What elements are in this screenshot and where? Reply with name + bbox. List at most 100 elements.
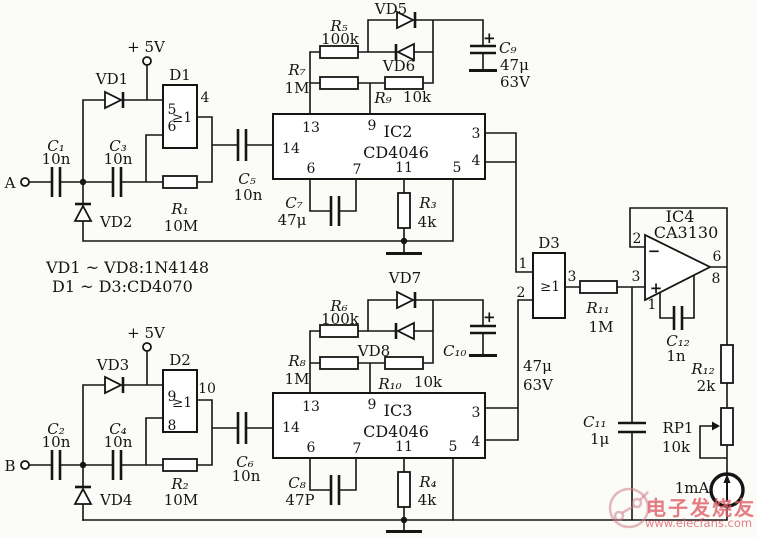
ic4-noninverting-input-sign: +: [650, 279, 663, 297]
ic4-pin8: 8: [712, 271, 721, 287]
diode-vd5: [396, 10, 416, 30]
watermark-url-text: www.elecfans.com: [645, 516, 752, 530]
junction-dot: [79, 461, 87, 469]
capacitor-c2-ref: C₂: [47, 420, 65, 438]
ic2-ref: IC2: [384, 122, 413, 141]
diode-vd4: [73, 487, 93, 505]
wires-filter-b: [309, 299, 484, 521]
wires-channel-b: [28, 350, 274, 521]
ic2-pin9: 9: [368, 118, 377, 134]
resistor-r10-ref: R₁₀: [377, 375, 401, 393]
resistor-r8-value: 1M: [285, 370, 310, 388]
gate-d3-pin2: 2: [517, 285, 526, 301]
gate-d3-symbol: ≥1: [540, 279, 560, 295]
ic2-pin5: 5: [453, 160, 462, 176]
capacitor-c11: [618, 421, 646, 434]
capacitor-c10-voltage: 63V: [523, 376, 554, 394]
ic3-pin11: 11: [395, 439, 413, 455]
watermark-logo: [608, 487, 650, 529]
ic2-pin4: 4: [472, 153, 481, 169]
ic4-inverting-input-sign: −: [648, 242, 661, 260]
ic3-part: CD4046: [363, 422, 429, 441]
gate-d3-pin3: 3: [568, 269, 577, 285]
ic2-pin3: 3: [472, 126, 481, 142]
resistor-r2-value: 10M: [164, 491, 198, 509]
resistor-r12-value: 2k: [697, 377, 717, 395]
capacitor-c1: [50, 167, 62, 197]
wires-output-stage: [82, 207, 728, 532]
junction-dot: [400, 516, 408, 524]
resistor-r5-ref: R₅: [329, 17, 347, 35]
note-gates: D1 ~ D3:CD4070: [52, 277, 193, 296]
diode-vd7: [396, 290, 416, 310]
gate-d3-pin1: 1: [519, 256, 528, 272]
gate-d1-ref: D1: [169, 66, 191, 84]
resistor-r3: [397, 192, 411, 229]
ic2-box: [272, 113, 486, 180]
capacitor-c6: [236, 412, 248, 444]
gate-d1-symbol: ≥1: [172, 110, 192, 126]
watermark-logo-dot: [613, 510, 625, 522]
potentiometer-rp1-value: 10k: [662, 438, 691, 456]
ic4-opamp-triangle: [644, 233, 713, 302]
resistor-r5: [319, 45, 359, 59]
meter-label: 1mA: [675, 479, 710, 497]
wires-filter-a: [309, 19, 534, 273]
capacitor-c4: [111, 450, 123, 480]
watermark-brand-text: 电子发烧友: [646, 496, 756, 520]
capacitor-c6-ref: C₆: [236, 453, 254, 471]
ic3-pin14: 14: [282, 420, 300, 436]
ic2-pin14: 14: [282, 141, 300, 157]
terminal-b: [20, 460, 30, 470]
watermark-logo-circle: [608, 487, 650, 529]
ic3-pin9: 9: [368, 397, 377, 413]
resistor-r6: [319, 324, 359, 338]
ic3-pin6: 6: [307, 440, 316, 456]
resistor-r10: [384, 356, 424, 370]
gate-d2-ref: D2: [169, 351, 191, 369]
gate-d3-box: [532, 252, 566, 319]
diode-vd2-label: VD2: [99, 213, 132, 231]
resistor-r9-ref: R₉: [373, 89, 391, 107]
diode-vd6: [395, 42, 415, 62]
capacitor-c9-voltage: 63V: [500, 73, 531, 91]
capacitor-c7: [329, 196, 341, 226]
resistor-r1: [162, 175, 198, 189]
capacitor-c5-value: 10n: [234, 186, 263, 204]
power-terminal-b: [142, 342, 152, 352]
resistor-r9: [384, 76, 424, 90]
ic4-ref: IC4: [666, 207, 695, 226]
ic3-pin3: 3: [472, 405, 481, 421]
ic3-pin4: 4: [472, 434, 481, 450]
capacitor-c7-value: 47μ: [278, 211, 307, 229]
capacitor-c6-value: 10n: [232, 467, 261, 485]
ic4-pin2: 2: [633, 231, 642, 247]
junction-dot: [400, 237, 408, 245]
capacitor-c9-ref: C₉: [499, 39, 517, 57]
gate-d1-pin6: 6: [168, 119, 177, 135]
potentiometer-rp1-ref: RP1: [663, 419, 694, 437]
resistor-r4-ref: R₄: [418, 473, 436, 491]
ic3-pin13: 13: [302, 399, 320, 415]
ic3-pin7: 7: [353, 441, 362, 457]
capacitor-c12: [672, 306, 684, 330]
resistor-r11: [579, 280, 618, 294]
ic2-part: CD4046: [363, 143, 429, 162]
resistor-r4-value: 4k: [418, 491, 438, 509]
resistor-r2-ref: R₂: [170, 475, 188, 493]
gate-d1-box: [162, 84, 198, 149]
capacitor-c10-polarity: +: [483, 308, 496, 326]
power-terminal-a: [142, 56, 152, 66]
capacitor-c8-value: 47P: [285, 491, 314, 509]
gate-d2-pin10: 10: [198, 381, 216, 397]
resistor-r7-ref: R₇: [287, 61, 305, 79]
resistor-r9-value: 10k: [403, 88, 432, 106]
ic2-pin6: 6: [307, 161, 316, 177]
diode-vd3: [104, 375, 124, 395]
resistor-r7: [319, 76, 359, 90]
resistor-r1-value: 10M: [164, 217, 198, 235]
ic3-box: [272, 392, 486, 459]
diode-vd7-label: VD7: [388, 269, 421, 287]
resistor-r11-ref: R₁₁: [585, 299, 609, 317]
